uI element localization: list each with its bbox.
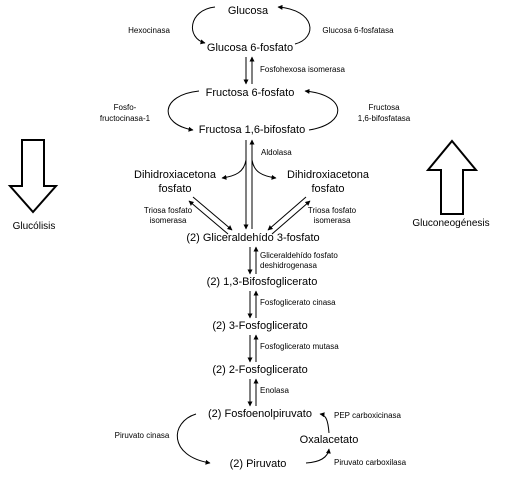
arrow-fructosa-bifosfatasa [304, 88, 339, 131]
arrow-aldolasa-to-dhap-left [221, 159, 247, 180]
node-piruvato: (2) Piruvato [230, 458, 287, 470]
enzyme-pep-carboxicinasa: PEP carboxicinasa [334, 411, 402, 420]
node-gliceraldehido-3-fosfato: (2) Gliceraldehído 3-fosfato [186, 232, 319, 244]
node-fosfoenolpiruvato: (2) Fosfoenolpiruvato [208, 408, 312, 420]
enzyme-g3p-deshidrogenasa-line1: Gliceraldehído fosfato [260, 251, 338, 260]
enzyme-fosfoglicerato-cinasa: Fosfoglicerato cinasa [260, 298, 336, 307]
enzyme-aldolasa: Aldolasa [261, 148, 292, 157]
enzyme-fructosa-bifosfatasa-line1: Fructosa [368, 103, 400, 112]
gluconeogenesis-up-arrow [425, 139, 479, 215]
enzyme-triosa-left-line2: isomerasa [150, 216, 187, 225]
node-1-3-bifosfoglicerato: (2) 1,3-Bifosfoglicerato [207, 276, 318, 288]
enzyme-fosfofructocinasa-line2: fructocinasa-1 [100, 114, 151, 123]
arrow-hexocinasa [191, 6, 216, 45]
arrow-g3p-to-dhap-left [188, 200, 229, 235]
enzyme-fosfohexosa-isomerasa: Fosfohexosa isomerasa [260, 65, 345, 74]
node-dhap-left-line1: Dihidroxiacetona [134, 169, 217, 181]
enzyme-enolasa: Enolasa [260, 386, 289, 395]
enzyme-piruvato-cinasa: Piruvato cinasa [115, 431, 170, 440]
node-fructosa-6-fosfato: Fructosa 6-fosfato [206, 87, 295, 99]
enzyme-triosa-left-line1: Triosa fosfato [144, 206, 193, 215]
enzyme-triosa-right-line2: isomerasa [314, 216, 351, 225]
arrow-glucosa-6-fosfatasa [277, 4, 311, 45]
node-3-fosfoglicerato: (2) 3-Fosfoglicerato [212, 320, 307, 332]
enzyme-fosfofructocinasa-line1: Fosfo- [114, 103, 137, 112]
label-glucolisis: Glucólisis [13, 221, 56, 232]
arrow-g3p-to-dhap-right [271, 200, 311, 235]
node-dhap-right-line1: Dihidroxiacetona [287, 169, 370, 181]
node-glucosa: Glucosa [228, 5, 269, 17]
node-glucosa-6-fosfato: Glucosa 6-fosfato [207, 42, 293, 54]
enzyme-triosa-right-line1: Triosa fosfato [308, 206, 357, 215]
label-gluconeogenesis: Gluconeogénesis [412, 218, 489, 229]
glucolisis-down-arrow [7, 139, 59, 214]
node-oxalacetato: Oxalacetato [300, 434, 359, 446]
arrow-dhap-left-to-g3p [192, 196, 233, 231]
enzyme-g3p-deshidrogenasa-line2: deshidrogenasa [260, 261, 317, 270]
arrow-piruvato-carboxilasa [305, 448, 331, 464]
arrow-pep-carboxicinasa [319, 412, 330, 434]
node-fructosa-1-6-bifosfato: Fructosa 1,6-bifosfato [199, 124, 305, 136]
enzyme-piruvato-carboxilasa: Piruvato carboxilasa [334, 458, 407, 467]
enzyme-glucosa-6-fosfatasa: Glucosa 6-fosfatasa [322, 26, 394, 35]
node-2-fosfoglicerato: (2) 2-Fosfoglicerato [212, 364, 307, 376]
node-dhap-right-line2: fosfato [311, 183, 344, 195]
node-dhap-left-line2: fosfato [158, 183, 191, 195]
arrow-aldolasa-to-dhap-right [251, 159, 277, 180]
enzyme-fosfoglicerato-mutasa: Fosfoglicerato mutasa [260, 342, 339, 351]
enzyme-hexocinasa: Hexocinasa [128, 26, 170, 35]
enzyme-fructosa-bifosfatasa-line2: 1,6-bifosfatasa [358, 114, 411, 123]
arrow-fosfofructocinasa [167, 90, 200, 132]
arrow-dhap-right-to-g3p [267, 196, 307, 231]
arrow-piruvato-cinasa [176, 413, 211, 465]
